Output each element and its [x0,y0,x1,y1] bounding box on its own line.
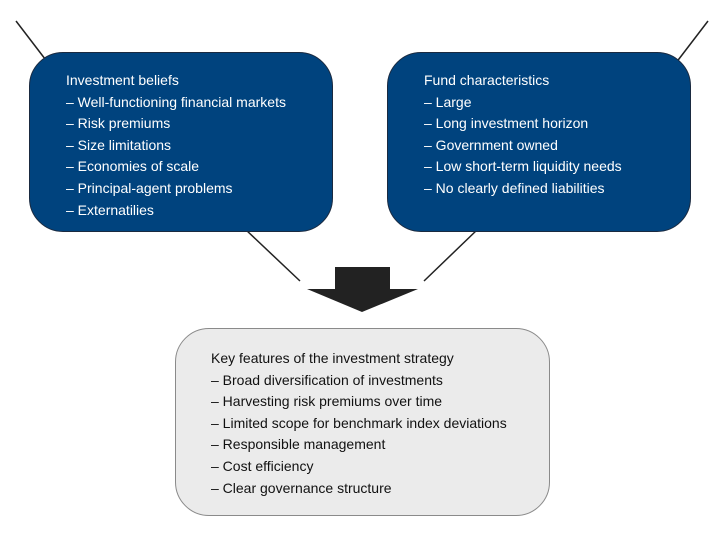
fund-characteristics-title: Fund characteristics [424,72,550,88]
strategy-item: – Broad diversification of investments [211,371,443,388]
down-arrow-icon [307,267,418,312]
strategy-box: Key features of the investment strategy … [175,328,550,516]
fund-item: – Large [424,93,472,110]
strategy-item: – Cost efficiency [211,457,314,474]
belief-item: – Well-functioning financial markets [66,93,286,110]
belief-item: – Externatilies [66,201,154,218]
fund-item: – Low short-term liquidity needs [424,158,622,175]
strategy-item: – Harvesting risk premiums over time [211,393,443,410]
fund-characteristics-box: Fund characteristics – Large – Long inve… [387,52,691,232]
strategy-item: – Clear governance structure [211,479,392,496]
belief-item: – Size limitations [66,136,172,153]
investment-beliefs-box: Investment beliefs – Well-functioning fi… [29,52,333,232]
belief-item: – Principal-agent problems [66,179,233,196]
belief-item: – Risk premiums [66,115,171,132]
connector-bottom-right [423,228,479,282]
belief-item: – Economies of scale [66,158,200,175]
fund-item: – Government owned [424,136,558,153]
strategy-title: Key features of the investment strategy [211,350,454,366]
strategy-item: – Responsible management [211,436,386,453]
fund-item: – No clearly defined liabilities [424,179,605,196]
investment-beliefs-title: Investment beliefs [66,72,179,88]
strategy-item: – Limited scope for benchmark index devi… [211,414,507,431]
connector-bottom-left [244,228,301,282]
fund-item: – Long investment horizon [424,115,589,132]
